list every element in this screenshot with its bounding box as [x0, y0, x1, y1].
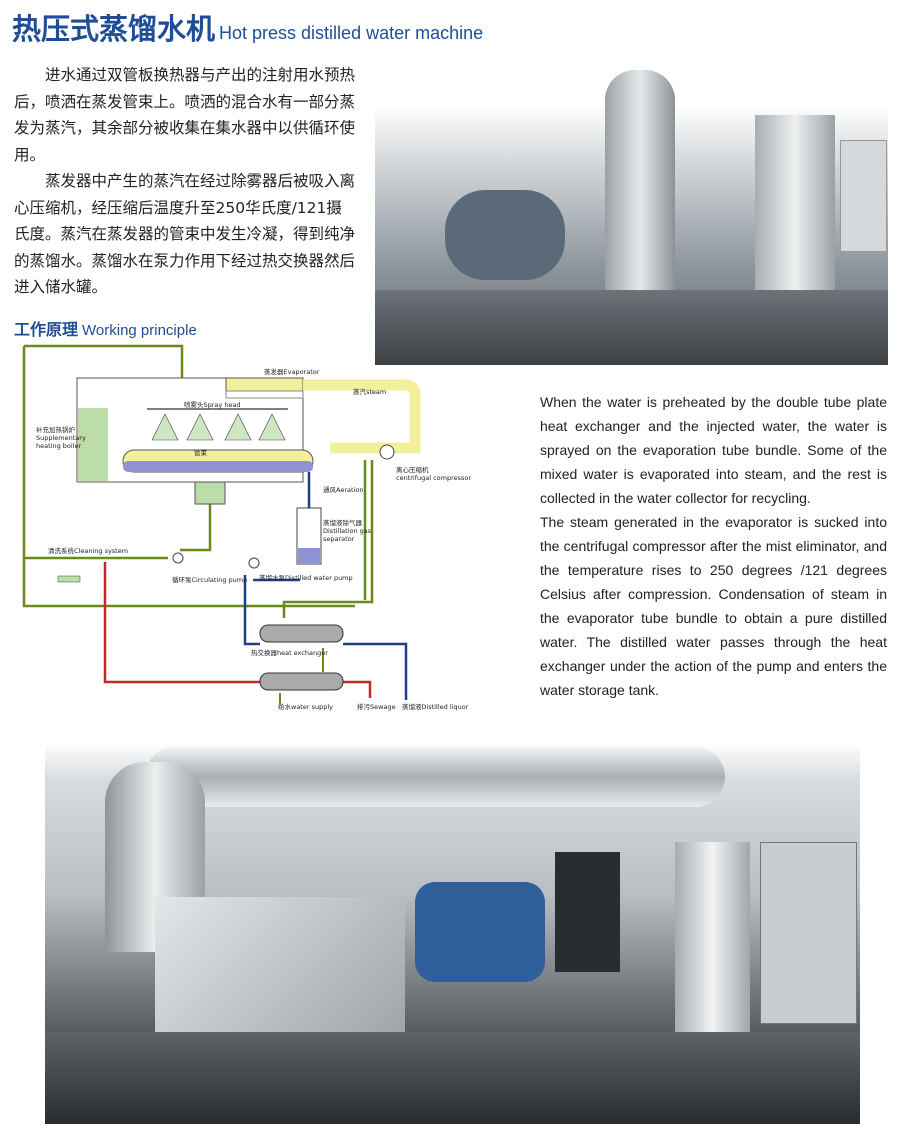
- label-sewage: 排污Sewage: [357, 702, 396, 711]
- label-circulating-pump: 循环泵Circulating pump: [172, 575, 247, 584]
- machine-photo-top: [375, 40, 888, 365]
- spray-cones: [151, 413, 286, 441]
- label-spray-head: 喷雾头Spray head: [184, 400, 241, 409]
- photo-detail: [755, 115, 835, 300]
- supply-pipe-red: [103, 562, 372, 698]
- label-boiler-cn: 补充加热锅炉: [36, 425, 76, 434]
- photo-detail: [375, 290, 888, 365]
- label-water-supply: 给水water supply: [278, 702, 333, 711]
- description-paragraph-2: The steam generated in the evaporator is…: [540, 514, 887, 698]
- photo-detail: [555, 852, 620, 972]
- label-evaporator: 蒸发器Evaporator: [264, 367, 320, 376]
- diagram-shape: [282, 460, 374, 618]
- label-heat-exchanger: 热交换器heat exchanger: [251, 648, 328, 657]
- steam-pipe: [303, 379, 421, 454]
- diagram-shape: [57, 575, 81, 583]
- title-en: Hot press distilled water machine: [219, 23, 484, 43]
- machine-photo-bottom: [45, 742, 860, 1124]
- title-cn: 热压式蒸馏水机: [12, 12, 216, 46]
- label-distilled-water-pump: 蒸馏水泵Distilled water pump: [259, 573, 353, 582]
- boiler-water: [78, 408, 108, 481]
- collector: [194, 481, 226, 505]
- intro-paragraph-2: 蒸发器中产生的蒸汽在经过除雾器后被吸入离心压缩机，经压缩后温度升至250华氏度/…: [14, 172, 356, 296]
- distilled-water-pump: [248, 557, 260, 569]
- preheater: [259, 672, 344, 691]
- label-separator-en2: separator: [323, 535, 355, 543]
- photo-detail: [840, 140, 887, 252]
- label-compressor-cn: 离心压缩机: [396, 465, 429, 474]
- distilled-pipe: [243, 575, 408, 700]
- diagram-shape: [279, 648, 324, 705]
- diagram-shape: [123, 461, 313, 472]
- photo-detail: [760, 842, 857, 1024]
- photo-detail: [445, 190, 565, 280]
- steam-chamber: [225, 377, 304, 392]
- working-principle-diagram: 蒸发器Evaporator 蒸汽steam 喷雾头Spray head 补充加热…: [22, 344, 471, 711]
- photo-detail: [45, 1032, 860, 1124]
- intro-paragraph-1: 进水通过双管板换热器与产出的注射用水预热后，喷洒在蒸发管束上。喷洒的混合水有一部…: [14, 66, 356, 164]
- description-paragraph-1: When the water is preheated by the doubl…: [540, 394, 887, 506]
- label-compressor-en: centrifugal compressor: [396, 474, 471, 482]
- section-title-en: Working principle: [82, 322, 197, 339]
- diagram-shape: [298, 548, 320, 563]
- label-separator-cn: 蒸馏液除气器: [323, 518, 363, 527]
- photo-detail: [415, 882, 545, 982]
- label-aeration: 通风Aeration: [323, 485, 363, 494]
- diagram-shape: [151, 413, 179, 441]
- diagram-shape: [224, 413, 252, 441]
- heat-exchanger: [259, 624, 344, 643]
- circulating-pump: [172, 552, 184, 564]
- compressor: [379, 444, 395, 460]
- section-title-cn: 工作原理: [14, 320, 79, 339]
- photo-detail: [145, 747, 725, 807]
- photo-detail: [605, 70, 675, 320]
- label-boiler-en2: heating boiler: [36, 442, 81, 450]
- photo-detail: [155, 897, 405, 1032]
- label-distilled-liquor: 蒸馏液Distilled liquor: [402, 702, 469, 711]
- label-cleaning-system: 清洗系统Cleaning system: [48, 546, 128, 555]
- label-steam: 蒸汽steam: [353, 387, 386, 396]
- diagram-shape: [258, 413, 286, 441]
- label-tube-bundle: 管束: [194, 448, 208, 457]
- diagram-shape: [180, 500, 212, 552]
- label-separator-en1: Distillation gas: [323, 527, 372, 535]
- diagram-shape: [225, 390, 304, 399]
- diagram-shape: [186, 413, 214, 441]
- label-boiler-en1: Supplementary: [36, 434, 86, 442]
